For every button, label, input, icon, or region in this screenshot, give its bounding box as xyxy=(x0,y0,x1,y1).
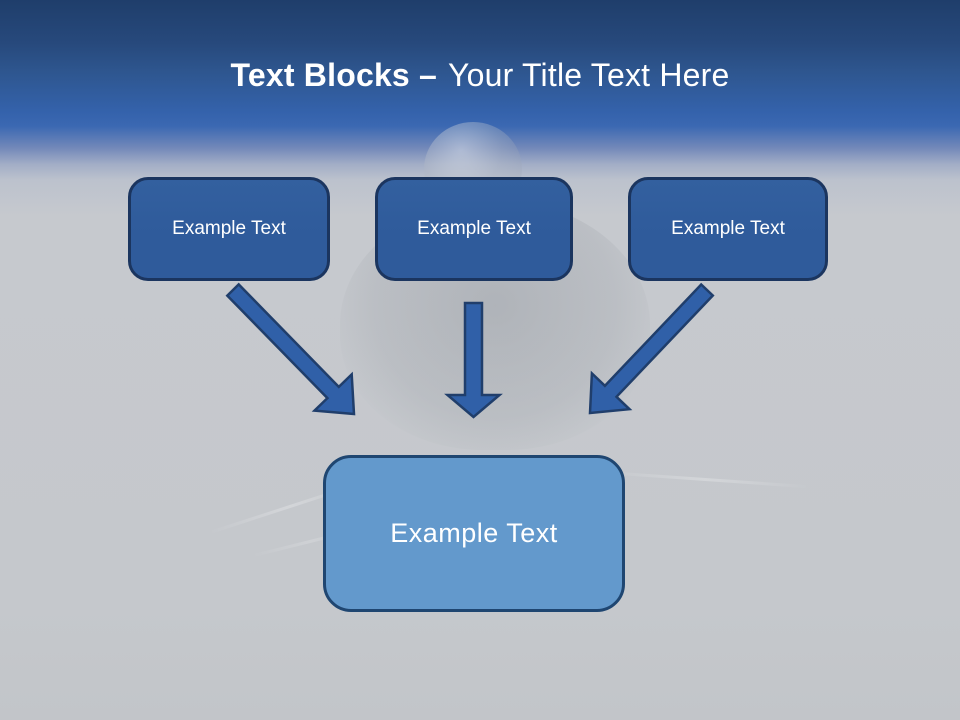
text-block-2: Example Text xyxy=(375,177,573,281)
light-flare xyxy=(600,470,810,489)
page-title: Text Blocks – Your Title Text Here xyxy=(0,54,960,96)
result-block: Example Text xyxy=(323,455,625,612)
text-block-3: Example Text xyxy=(628,177,828,281)
text-block-1-label: Example Text xyxy=(172,218,286,239)
page-title-regular: Your Title Text Here xyxy=(448,57,730,93)
arrow-down-right-icon xyxy=(225,282,356,416)
text-block-3-label: Example Text xyxy=(671,218,785,239)
text-block-1: Example Text xyxy=(128,177,330,281)
page-title-bold: Text Blocks – xyxy=(230,57,438,93)
text-block-2-label: Example Text xyxy=(417,218,531,239)
result-block-label: Example Text xyxy=(390,518,558,548)
